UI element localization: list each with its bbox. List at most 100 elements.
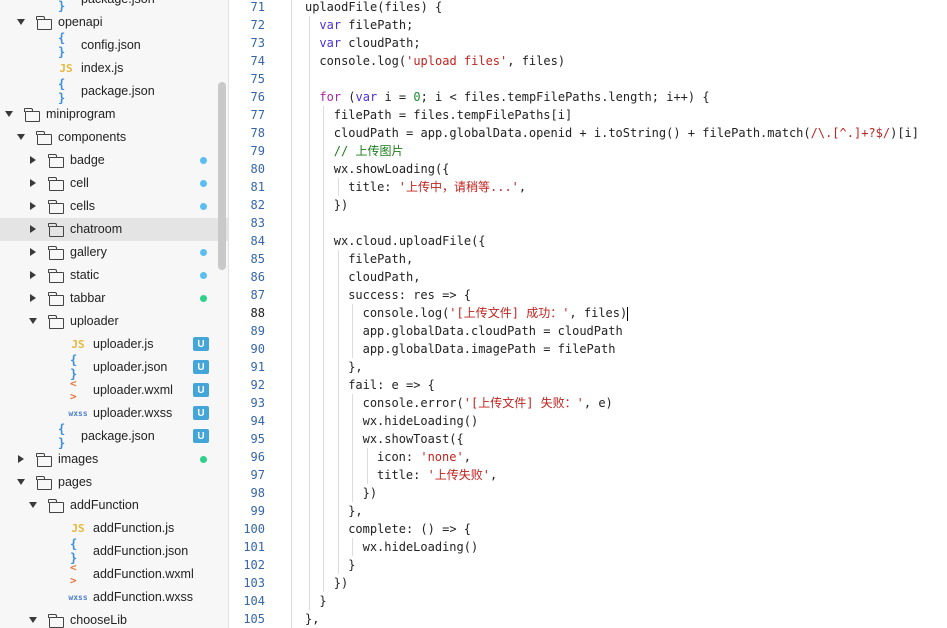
code-line[interactable]: }: [319, 592, 326, 610]
chevron-down-icon[interactable]: [4, 109, 14, 119]
code-line[interactable]: },: [348, 502, 362, 520]
code-token: },: [348, 504, 363, 518]
tree-item-label: uploader.wxss: [93, 406, 173, 420]
tree-folder-gallery[interactable]: gallery: [0, 241, 228, 264]
chevron-down-icon[interactable]: [16, 17, 26, 27]
tree-folder-chooseLib[interactable]: chooseLib: [0, 609, 228, 628]
code-editor[interactable]: uplaodFile(files) {var filePath;var clou…: [275, 0, 947, 628]
code-line[interactable]: title: '上传失败',: [377, 466, 497, 484]
code-line[interactable]: fail: e => {: [348, 376, 435, 394]
chevron-down-icon[interactable]: [28, 615, 38, 625]
code-line[interactable]: console.error('[上传文件] 失败：', e): [363, 394, 613, 412]
code-line[interactable]: success: res => {: [348, 286, 471, 304]
code-line[interactable]: console.log('[上传文件] 成功：', files): [363, 304, 629, 322]
chevron-right-icon[interactable]: [28, 178, 38, 188]
code-line[interactable]: cloudPath = app.globalData.openid + i.to…: [334, 124, 919, 142]
tree-folder-uploader[interactable]: uploader: [0, 310, 228, 333]
code-line[interactable]: wx.cloud.uploadFile({: [334, 232, 486, 250]
code-line[interactable]: for (var i = 0; i < files.tempFilePaths.…: [319, 88, 709, 106]
code-line[interactable]: filePath = files.tempFilePaths[i]: [334, 106, 572, 124]
tree-folder-addFunction[interactable]: addFunction: [0, 494, 228, 517]
code-token: fail: e => {: [348, 378, 435, 392]
code-line[interactable]: },: [305, 610, 319, 628]
tree-folder-cell[interactable]: cell: [0, 172, 228, 195]
tree-item-label: uploader.wxml: [93, 383, 173, 397]
line-number: 96: [250, 450, 265, 464]
code-token: (: [341, 90, 356, 104]
tree-folder-miniprogram[interactable]: miniprogram: [0, 103, 228, 126]
tree-file-config.json[interactable]: { }config.json: [0, 31, 228, 59]
code-line[interactable]: var cloudPath;: [319, 34, 420, 52]
tree-folder-chatroom[interactable]: chatroom: [0, 218, 228, 241]
chevron-down-icon[interactable]: [16, 477, 26, 487]
tree-folder-pages[interactable]: pages: [0, 471, 228, 494]
tree-folder-badge[interactable]: badge: [0, 149, 228, 172]
code-token: wx.cloud.uploadFile({: [333, 234, 486, 248]
tree-file-package.json[interactable]: { }package.json: [0, 77, 228, 105]
code-line[interactable]: complete: () => {: [348, 520, 471, 538]
line-number: 101: [243, 540, 265, 554]
code-line[interactable]: wx.showToast({: [363, 430, 464, 448]
folder-icon: [48, 153, 64, 169]
tree-folder-openapi[interactable]: openapi: [0, 11, 228, 34]
tree-file-addFunction.wxml[interactable]: < >addFunction.wxml: [0, 561, 228, 587]
code-token: '[上传文件] 失败：': [463, 396, 584, 410]
chevron-down-icon[interactable]: [28, 316, 38, 326]
folder-icon: [48, 498, 64, 514]
code-line[interactable]: }): [363, 484, 377, 502]
tree-folder-cells[interactable]: cells: [0, 195, 228, 218]
code-line[interactable]: uplaodFile(files) {: [305, 0, 442, 16]
code-line[interactable]: wx.showLoading({: [334, 160, 450, 178]
code-line[interactable]: var filePath;: [319, 16, 413, 34]
indent-guide: [352, 538, 354, 556]
chevron-right-icon[interactable]: [28, 201, 38, 211]
code-line[interactable]: wx.hideLoading(): [363, 538, 479, 556]
tree-folder-components[interactable]: components: [0, 126, 228, 149]
chevron-right-icon[interactable]: [28, 155, 38, 165]
chevron-right-icon[interactable]: [16, 454, 26, 464]
tree-file-addFunction.json[interactable]: { }addFunction.json: [0, 537, 228, 565]
code-line[interactable]: }): [334, 574, 348, 592]
chevron-right-icon[interactable]: [28, 224, 38, 234]
chevron-down-icon[interactable]: [28, 500, 38, 510]
code-line[interactable]: console.log('upload files', files): [319, 52, 565, 70]
tree-item-label: uploader.json: [93, 360, 168, 374]
code-line[interactable]: title: '上传中，请稍等...',: [348, 178, 526, 196]
code-line[interactable]: },: [348, 358, 362, 376]
chevron-right-icon[interactable]: [28, 293, 38, 303]
code-line[interactable]: filePath,: [348, 250, 413, 268]
tree-file-package.json[interactable]: { }package.json: [0, 0, 228, 13]
code-line[interactable]: wx.hideLoading(): [363, 412, 479, 430]
chevron-right-icon[interactable]: [28, 270, 38, 280]
code-line[interactable]: }): [334, 196, 348, 214]
explorer-scrollbar[interactable]: [218, 82, 226, 270]
tree-item-label: addFunction.js: [93, 521, 175, 535]
tree-item-label: uploader: [70, 314, 119, 328]
code-token: wx.hideLoading(): [362, 414, 479, 428]
folder-icon: [48, 613, 64, 628]
file-explorer: { }package.jsonopenapi{ }config.jsonJSin…: [0, 0, 229, 628]
code-token: wx.hideLoading(): [362, 540, 479, 554]
code-line[interactable]: cloudPath,: [348, 268, 420, 286]
tree-folder-static[interactable]: static: [0, 264, 228, 287]
code-line[interactable]: app.globalData.imagePath = filePath: [363, 340, 616, 358]
line-number: 83: [250, 216, 265, 230]
code-line[interactable]: // 上传图片: [334, 142, 404, 160]
tree-item-label: addFunction.wxml: [93, 567, 194, 581]
tree-folder-images[interactable]: images: [0, 448, 228, 471]
code-token: },: [305, 612, 320, 626]
tree-folder-tabbar[interactable]: tabbar: [0, 287, 228, 310]
code-line[interactable]: }: [348, 556, 355, 574]
chevron-right-icon[interactable]: [28, 247, 38, 257]
code-line[interactable]: icon: 'none',: [377, 448, 471, 466]
chevron-down-icon[interactable]: [16, 132, 26, 142]
code-line[interactable]: app.globalData.cloudPath = cloudPath: [363, 322, 623, 340]
